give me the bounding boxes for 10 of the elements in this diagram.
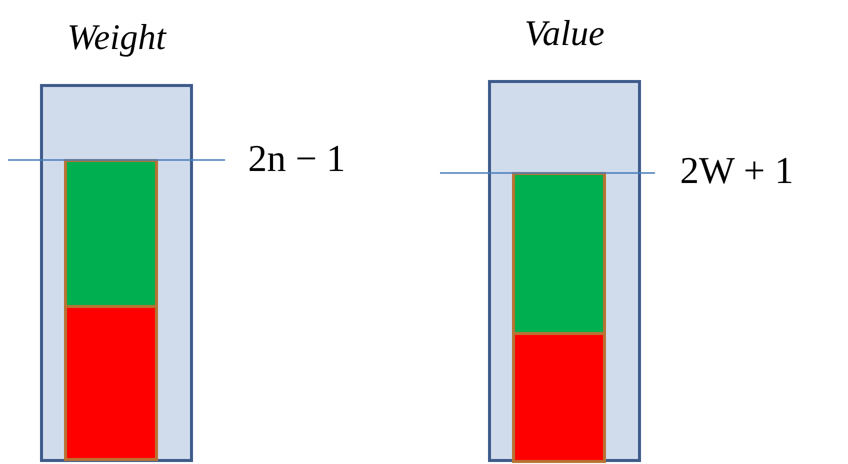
stacked-column	[64, 159, 158, 461]
threshold-label: 2W + 1	[680, 152, 794, 190]
column-title: Weight	[67, 19, 166, 55]
threshold-label: 2n − 1	[248, 140, 346, 178]
stacked-column	[512, 172, 606, 463]
upper-segment	[512, 172, 606, 335]
lower-segment	[512, 332, 606, 463]
upper-segment	[64, 159, 158, 308]
lower-segment	[64, 305, 158, 461]
column-title: Value	[524, 15, 604, 51]
